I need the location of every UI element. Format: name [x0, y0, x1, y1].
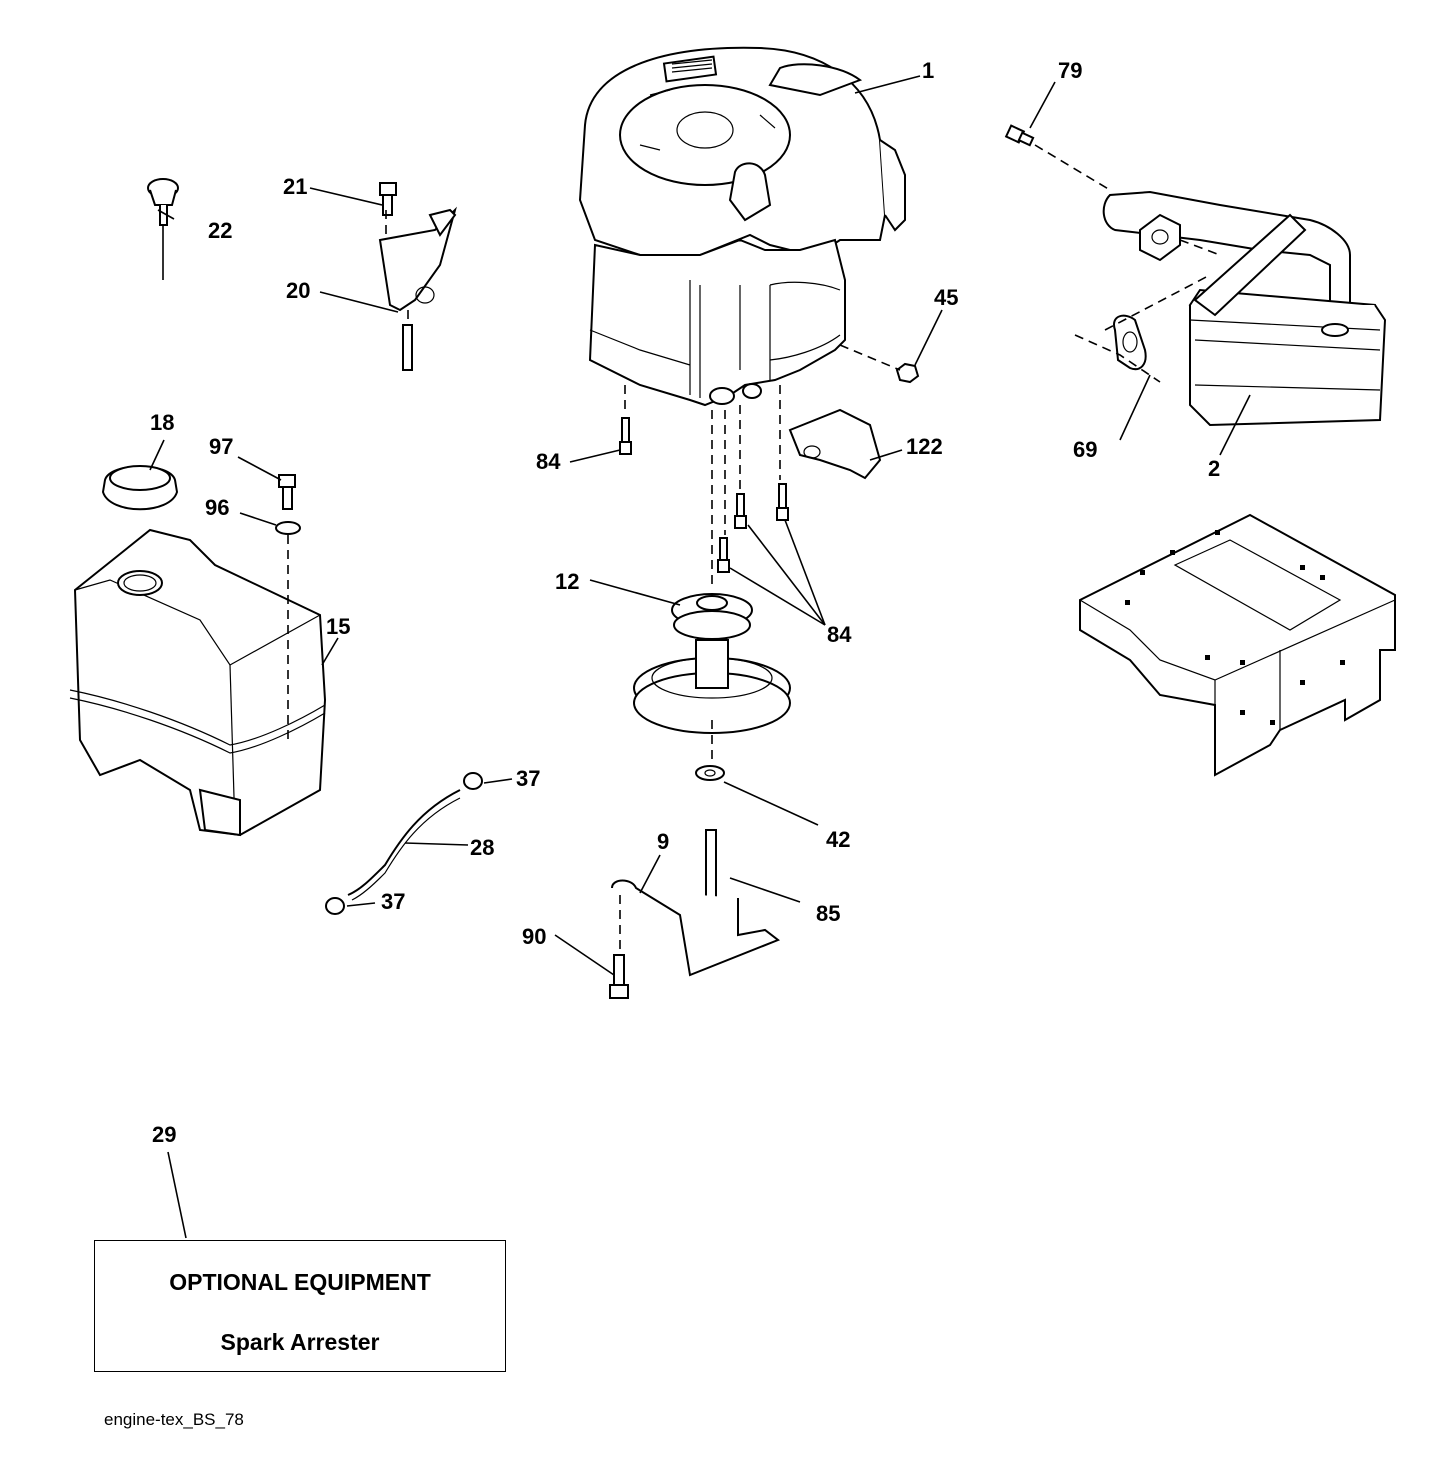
- callout-84a: 84: [536, 449, 561, 474]
- bolts-84: [619, 417, 789, 573]
- engine-pulley: [633, 593, 791, 734]
- fuel-line: [325, 772, 483, 915]
- callout-12: 12: [555, 569, 579, 594]
- callout-96: 96: [205, 495, 229, 520]
- callout-97: 97: [209, 434, 233, 459]
- callout-28: 28: [470, 835, 494, 860]
- callout-69: 69: [1073, 437, 1097, 462]
- belt-guide: [611, 879, 781, 977]
- callout-37b: 37: [381, 889, 405, 914]
- callout-45: 45: [934, 285, 958, 310]
- callout-90: 90: [522, 924, 546, 949]
- callout-37a: 37: [516, 766, 540, 791]
- choke-knob: [147, 178, 179, 280]
- callout-122: 122: [906, 434, 943, 459]
- callout-2: 2: [1208, 456, 1220, 481]
- callout-1: 1: [922, 58, 934, 83]
- bolt-90: [609, 954, 629, 999]
- gasket-upper: [1139, 213, 1181, 262]
- leader-lines: [149, 75, 1251, 1239]
- heat-shield: [788, 408, 882, 480]
- callout-9: 9: [657, 829, 669, 854]
- callout-labels: 1 2 9 12 15 18 20 21 22 28 29 37 37 42 4…: [150, 58, 1220, 1147]
- callout-20: 20: [286, 278, 310, 303]
- callout-21: 21: [283, 174, 307, 199]
- optional-equipment-subtitle: Spark Arrester: [220, 1329, 380, 1355]
- alignment-lines: [287, 144, 1221, 952]
- callout-22: 22: [208, 218, 232, 243]
- throttle-bracket: [378, 182, 457, 371]
- bolt-79: [1004, 124, 1035, 147]
- optional-equipment-title: OPTIONAL EQUIPMENT: [169, 1269, 431, 1295]
- engine: [578, 46, 906, 407]
- callout-29: 29: [152, 1122, 176, 1147]
- optional-equipment-box: OPTIONAL EQUIPMENT Spark Arrester: [94, 1240, 506, 1372]
- callout-18: 18: [150, 410, 174, 435]
- bolt-and-washer: [275, 474, 301, 535]
- callout-79: 79: [1058, 58, 1082, 83]
- drawing-file-id: engine-tex_BS_78: [104, 1410, 244, 1429]
- callout-42: 42: [826, 827, 850, 852]
- nut: [895, 362, 920, 384]
- callout-84b: 84: [827, 622, 852, 647]
- fuel-cap: [101, 465, 179, 511]
- washer: [695, 765, 725, 781]
- fuel-tank: [69, 528, 327, 837]
- callout-15: 15: [326, 614, 350, 639]
- callout-85: 85: [816, 901, 840, 926]
- engine-plate: [1079, 513, 1396, 777]
